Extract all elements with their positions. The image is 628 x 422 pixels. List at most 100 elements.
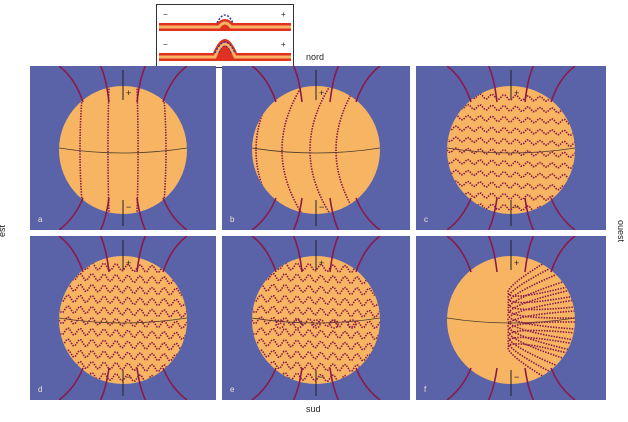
field-line: [447, 125, 575, 136]
external-field-line: [550, 197, 576, 230]
panel-label: d: [38, 385, 43, 394]
field-line: [507, 321, 575, 363]
panel-d: +−d: [30, 236, 216, 400]
panel-label: f: [424, 385, 427, 394]
external-field-line: [251, 236, 277, 273]
external-field-line: [136, 236, 147, 273]
field-line: [335, 86, 357, 214]
external-field-line: [58, 367, 84, 400]
external-field-line: [446, 66, 472, 103]
external-field-line: [58, 197, 84, 230]
panel-label: e: [230, 385, 235, 394]
panel-drawing: +−: [251, 66, 381, 230]
field-line: [252, 349, 380, 362]
external-field-line: [550, 66, 576, 103]
inset-minus-top: −: [163, 10, 168, 19]
panel-drawing: +−: [446, 236, 576, 400]
field-line: [507, 310, 575, 352]
external-field-line: [99, 367, 110, 400]
field-line: [59, 283, 187, 296]
external-field-line: [162, 197, 188, 230]
field-loop: [311, 319, 321, 329]
field-loop: [293, 319, 303, 329]
panel-e: +−e: [222, 236, 410, 400]
external-field-line: [251, 367, 277, 400]
external-field-line: [487, 367, 498, 400]
external-field-line: [487, 197, 498, 230]
inset-drawing: − + − +: [157, 5, 293, 67]
inset-diagram: − + − +: [156, 4, 294, 68]
external-field-line: [550, 367, 576, 400]
polarity-plus: +: [319, 258, 324, 268]
panel-drawing: +−: [251, 236, 381, 400]
field-line: [447, 180, 575, 191]
external-field-line: [136, 197, 147, 230]
external-field-line: [329, 367, 340, 400]
external-field-line: [99, 197, 110, 230]
external-field-line: [446, 367, 472, 400]
external-field-line: [446, 236, 472, 273]
field-line: [447, 158, 575, 169]
external-field-line: [355, 66, 381, 103]
sun-disk: [252, 86, 380, 214]
polarity-minus: −: [126, 202, 131, 212]
field-line: [507, 277, 575, 319]
sun-disk: [59, 86, 187, 214]
external-field-line: [524, 367, 535, 400]
field-line: [107, 86, 110, 214]
panel-drawing: +−: [58, 66, 188, 230]
external-field-line: [136, 367, 147, 400]
external-field-line: [292, 197, 303, 230]
field-line: [252, 360, 380, 373]
external-field-line: [58, 236, 84, 273]
field-loop: [347, 319, 357, 329]
field-line: [59, 360, 187, 373]
sun-disk: [447, 86, 575, 214]
field-line: [59, 338, 187, 351]
field-line: [252, 327, 380, 340]
polarity-plus: +: [126, 258, 131, 268]
east-label: est: [0, 224, 8, 238]
panel-drawing: +−: [58, 236, 188, 400]
field-line: [252, 316, 380, 329]
polarity-plus: +: [514, 258, 519, 268]
external-field-line: [329, 236, 340, 273]
external-field-line: [355, 367, 381, 400]
field-line: [252, 338, 380, 351]
polarity-minus: −: [126, 372, 131, 382]
field-line: [507, 288, 575, 330]
external-field-line: [487, 236, 498, 273]
external-field-line: [355, 236, 381, 273]
equator-line: [58, 317, 188, 324]
polarity-plus: +: [514, 88, 519, 98]
sun-disk: [447, 256, 575, 384]
field-loop: [329, 319, 339, 329]
panel-label: b: [230, 215, 235, 224]
field-line: [252, 272, 380, 285]
field-line: [136, 86, 139, 214]
south-label: sud: [306, 404, 321, 414]
external-field-line: [251, 66, 277, 103]
external-field-line: [162, 367, 188, 400]
polarity-minus: −: [319, 202, 324, 212]
inset-minus-bottom: −: [163, 40, 168, 49]
external-field-line: [550, 236, 576, 273]
field-line: [281, 86, 303, 214]
panel-f: +−f: [416, 236, 606, 400]
field-line: [252, 305, 380, 318]
equator-line: [446, 317, 576, 324]
external-field-line: [162, 66, 188, 103]
external-field-line: [292, 367, 303, 400]
equator-line: [58, 147, 188, 154]
polarity-minus: −: [319, 372, 324, 382]
west-label: ouest: [616, 219, 627, 243]
field-line: [507, 336, 575, 384]
field-line: [447, 147, 575, 158]
equator-line: [251, 147, 381, 154]
field-line: [507, 266, 575, 311]
field-line: [59, 294, 187, 307]
field-line: [59, 272, 187, 285]
polarity-minus: −: [514, 372, 519, 382]
external-field-line: [329, 66, 340, 103]
external-field-line: [446, 197, 472, 230]
